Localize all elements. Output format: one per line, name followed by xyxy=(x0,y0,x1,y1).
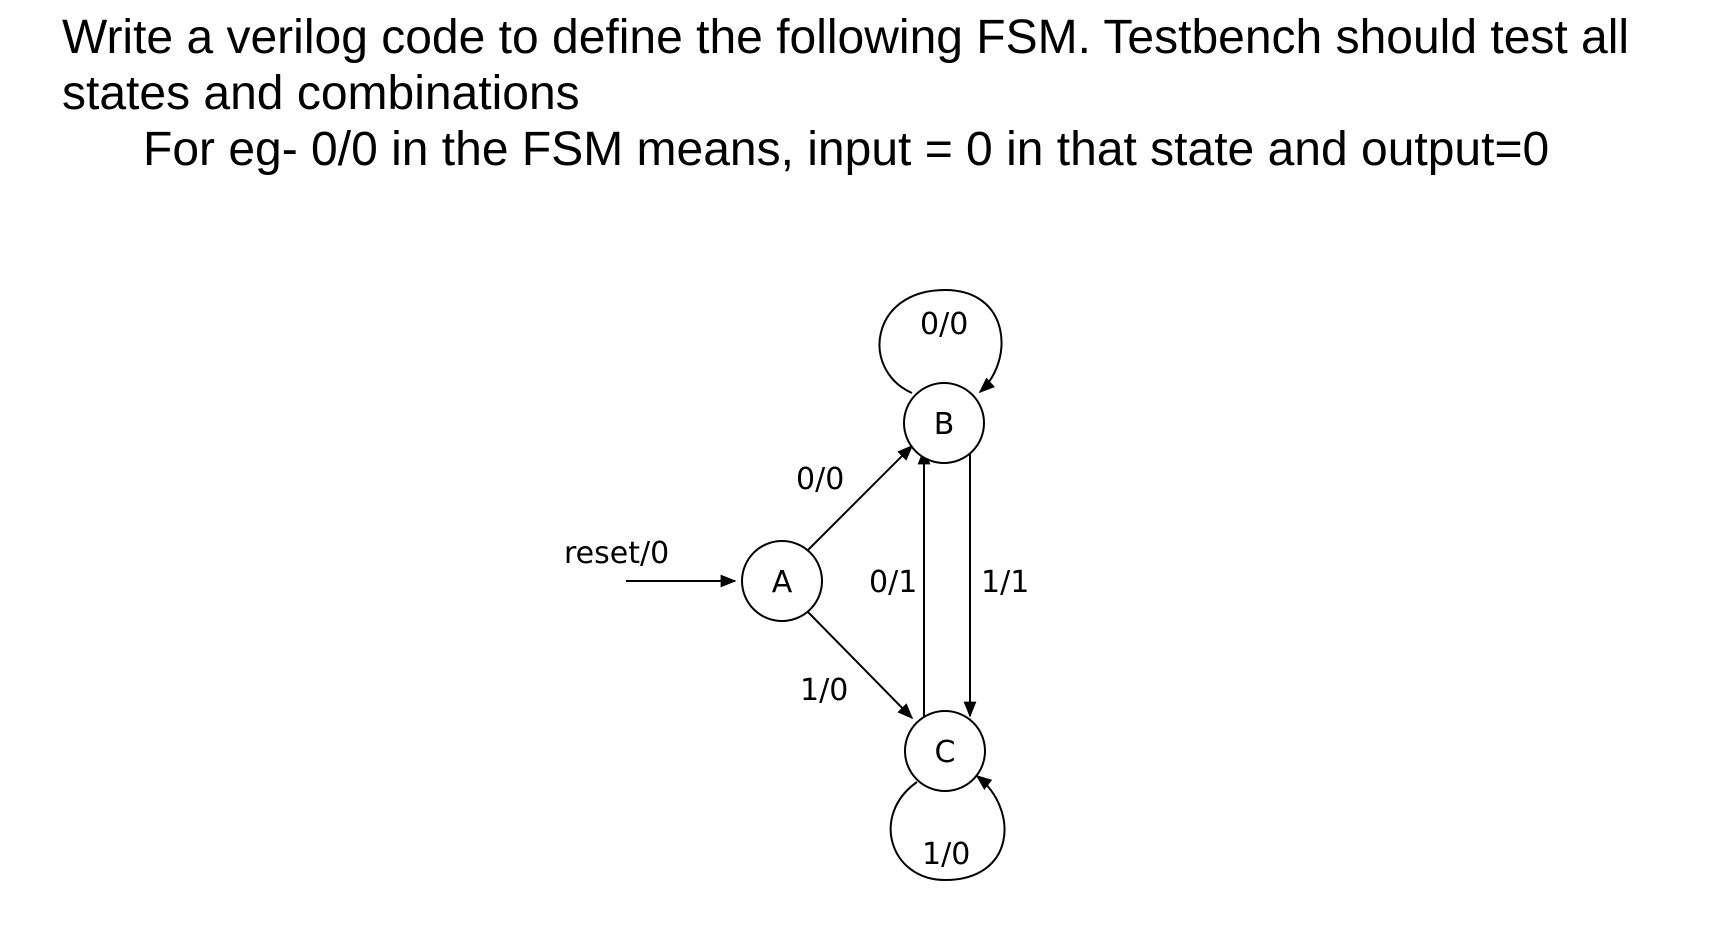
edge-b-self-loop xyxy=(878,288,1003,394)
state-a-label: A xyxy=(772,565,793,600)
state-b: B xyxy=(903,382,985,464)
label-reset: reset/0 xyxy=(564,536,669,571)
label-a-to-b: 0/0 xyxy=(796,462,844,497)
edge-c-self-loop xyxy=(889,775,1006,882)
notation-note: For eg- 0/0 in the FSM means, input = 0 … xyxy=(143,123,1550,176)
label-b-to-c: 1/1 xyxy=(981,565,1029,600)
question-text: Write a verilog code to define the follo… xyxy=(62,11,1630,120)
label-b-self: 0/0 xyxy=(920,307,968,342)
edge-a-to-c xyxy=(805,609,914,720)
state-c: C xyxy=(904,710,986,792)
label-c-self: 1/0 xyxy=(922,837,970,872)
label-a-to-c: 1/0 xyxy=(800,673,848,708)
label-c-to-b: 0/1 xyxy=(869,565,917,600)
state-c-label: C xyxy=(935,735,956,770)
state-b-label: B xyxy=(934,407,955,442)
state-a: A xyxy=(741,540,823,622)
edge-a-to-b xyxy=(805,444,914,553)
